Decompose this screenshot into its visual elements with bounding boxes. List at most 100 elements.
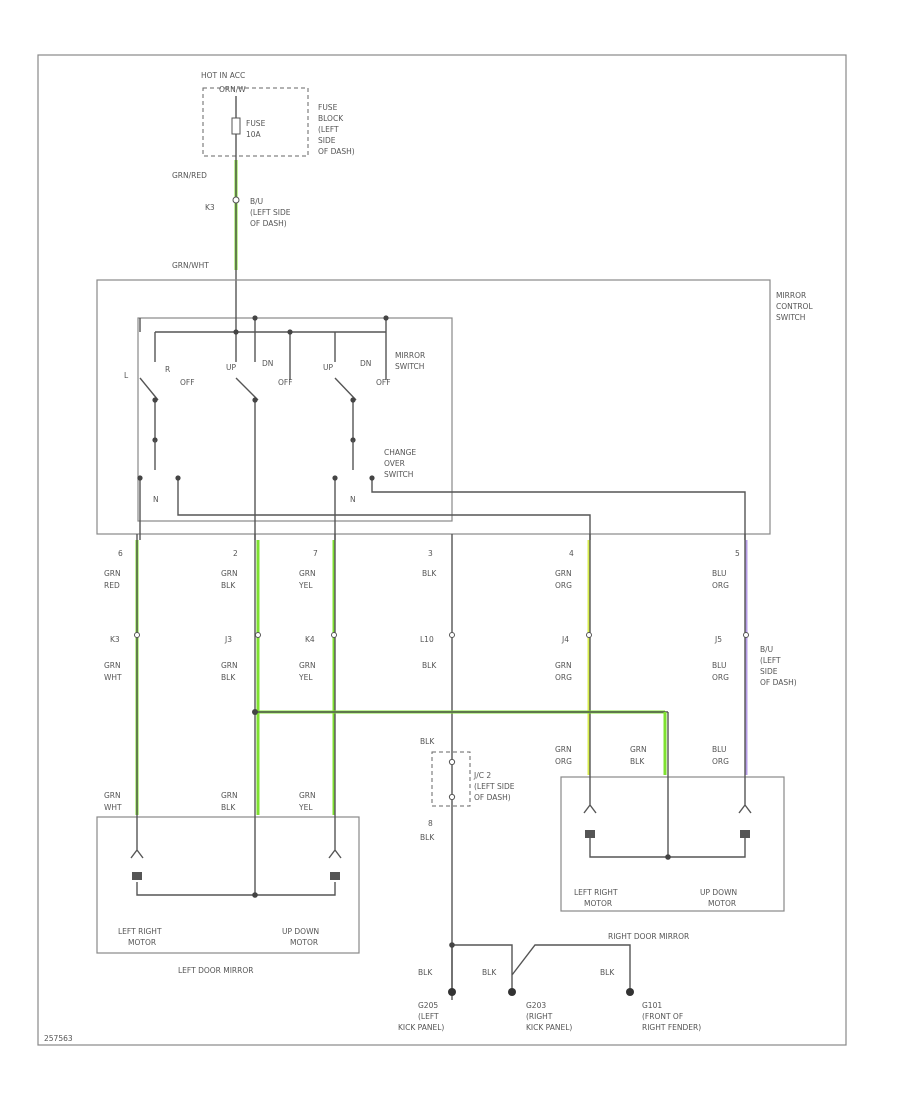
sw-off-label-1: OFF	[180, 378, 195, 387]
diagram-code: 257563	[44, 1034, 73, 1043]
sw-r-label: R	[165, 365, 170, 374]
left-motor-2-label-2: MOTOR	[290, 938, 318, 947]
col-4-labels: BLK L10 BLK	[420, 569, 437, 670]
col-3-l2: YEL	[298, 673, 313, 682]
connector-pin	[449, 632, 455, 638]
fuse-label: FUSE	[246, 119, 266, 128]
top-connector: K3	[205, 203, 215, 212]
ground-1-terminal	[448, 988, 456, 996]
co-dot-4	[369, 475, 375, 481]
contact-ud	[235, 377, 259, 540]
ground-section: BLK BLK BLK G205 (LEFT KICK PANEL) G203 …	[398, 942, 701, 1032]
control-switch-line-1: MIRROR	[776, 291, 806, 300]
col-3-conn: K4	[305, 635, 315, 644]
sw-up-label-2: UP	[323, 363, 333, 372]
pin-5: 4	[569, 549, 574, 558]
fuse-icon	[231, 117, 241, 135]
control-switch-line-3: SWITCH	[776, 313, 805, 322]
jc-name: J/C 2	[473, 771, 491, 780]
right-mirror-name: RIGHT DOOR MIRROR	[608, 932, 689, 941]
ground-1-wire: BLK	[418, 968, 433, 977]
left-motor-1-icon	[132, 872, 142, 880]
col-6-w1: BLU	[712, 569, 726, 578]
col-4-l1: BLK	[422, 661, 437, 670]
jc-blk2: BLK	[420, 833, 435, 842]
ground-3-loc-1: (FRONT OF	[642, 1012, 683, 1021]
sw-off-label-2: OFF	[278, 378, 293, 387]
col-3-w1: GRN	[299, 569, 316, 578]
right-mirror-junction	[665, 854, 671, 860]
col-5-l1: GRN	[555, 661, 572, 670]
changeover-wires	[139, 440, 746, 540]
sw-up-label: UP	[226, 363, 236, 372]
pin-labels: 6 2 7 3 4 5	[118, 549, 740, 558]
ground-1-loc-2: KICK PANEL)	[398, 1023, 444, 1032]
connector-pin	[134, 632, 140, 638]
jc-pin-bottom	[448, 793, 456, 801]
co-dot-2	[175, 475, 181, 481]
col-1-w2: RED	[104, 581, 120, 590]
right-dash-line-2: (LEFT	[760, 656, 781, 665]
fuse-block-line-5: OF DASH)	[318, 147, 355, 156]
switch-contacts: L R OFF UP DN OFF UP DN OFF	[124, 359, 391, 540]
jc-outline	[431, 751, 471, 807]
jc-pin-8: 8	[428, 819, 433, 828]
col-5-labels: GRN ORG J4 GRN ORG	[555, 569, 572, 682]
col-1-w1: GRN	[104, 569, 121, 578]
left-motor-2-icon	[330, 872, 340, 880]
co-n-label-1: N	[153, 495, 159, 504]
left-mirror-wire-2b: BLK	[221, 803, 236, 812]
col-2-l1: GRN	[221, 661, 238, 670]
col-2-labels: GRN BLK J3 GRN BLK	[221, 569, 238, 682]
left-mirror-wire-1b: WHT	[104, 803, 122, 812]
top-connector-pin	[232, 196, 240, 204]
left-mirror-wire-2a: GRN	[221, 791, 238, 800]
switch-bus	[139, 290, 387, 380]
ground-3-terminal	[626, 988, 634, 996]
right-motor-2-label-1: UP DOWN	[700, 888, 737, 897]
connector-pin	[331, 632, 337, 638]
col-2-w1: GRN	[221, 569, 238, 578]
right-motor-1-icon	[585, 830, 595, 838]
ground-split-junction	[449, 942, 455, 948]
right-mirror-wire-1b: ORG	[555, 757, 572, 766]
col-1-l2: WHT	[104, 673, 122, 682]
right-mirror-wire-3a: BLU	[712, 745, 726, 754]
col-6-l2: ORG	[712, 673, 729, 682]
junction-connector: BLK J/C 2 (LEFT SIDE OF DASH) 8 BLK	[420, 737, 515, 842]
connector-pin	[743, 632, 749, 638]
right-motor-2-label-2: MOTOR	[708, 899, 736, 908]
col-4-w1: BLK	[422, 569, 437, 578]
sw-dn-label: DN	[262, 359, 273, 368]
ground-1-loc-1: (LEFT	[418, 1012, 439, 1021]
contact-dot-1	[152, 397, 158, 403]
left-mirror-wire-3a: GRN	[299, 791, 316, 800]
pin-2: 2	[233, 549, 238, 558]
top-dash-line-3: OF DASH)	[250, 219, 287, 228]
right-dash-line-4: OF DASH)	[760, 678, 797, 687]
col-6-labels: BLU ORG J5 BLU ORG	[712, 569, 729, 682]
left-motor-1-label-1: LEFT RIGHT	[118, 927, 162, 936]
col-1-labels: GRN RED K3 GRN WHT	[104, 569, 122, 682]
ring-bus-junction	[252, 709, 258, 715]
bus-junction-4	[287, 329, 293, 335]
top-dash-line-2: (LEFT SIDE	[250, 208, 291, 217]
col-2-w2: BLK	[221, 581, 236, 590]
right-mirror-wire-2a: GRN	[630, 745, 647, 754]
co-n-label-2: N	[350, 495, 356, 504]
fuse-block-outline	[202, 87, 309, 157]
diagram-border	[37, 54, 847, 1046]
pin-6: 5	[735, 549, 740, 558]
bus-junction-3	[383, 315, 389, 321]
jc-blk-label: BLK	[420, 737, 435, 746]
connector-pins	[134, 632, 749, 638]
mirror-switch-outline	[137, 317, 453, 522]
control-switch-line-2: CONTROL	[776, 302, 813, 311]
right-mirror-wiring	[583, 775, 752, 858]
col-5-w2: ORG	[555, 581, 572, 590]
right-dash-line-3: SIDE	[760, 667, 778, 676]
ground-3-loc-2: RIGHT FENDER)	[642, 1023, 701, 1032]
changeover-line-2: OVER	[384, 459, 405, 468]
connector-pin	[255, 632, 261, 638]
